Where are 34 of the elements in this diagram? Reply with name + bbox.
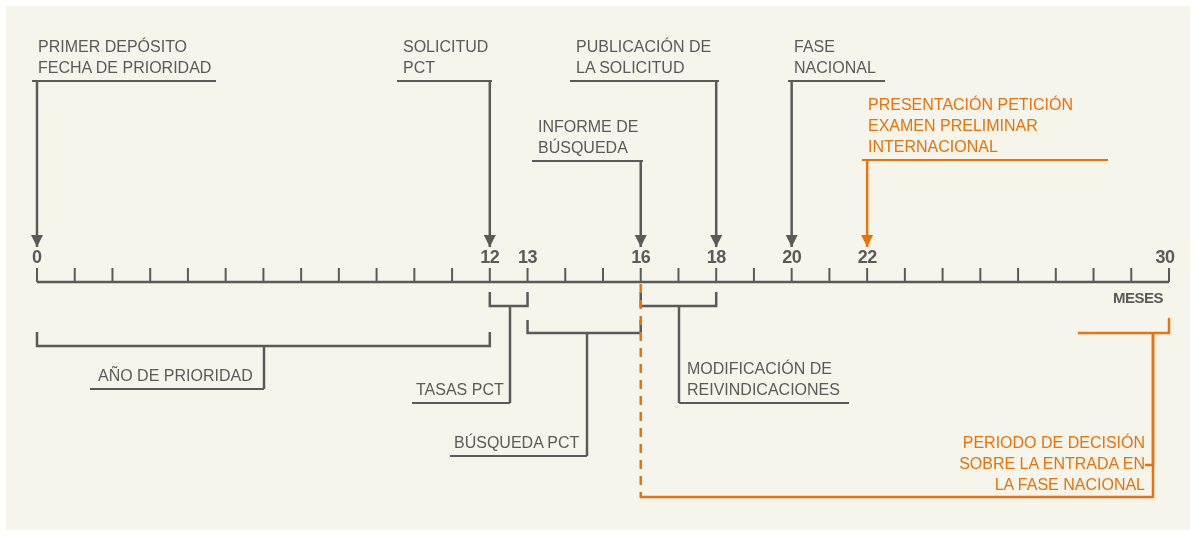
event-label: PRIMER DEPÓSITO FECHA DE PRIORIDAD (32, 36, 216, 82)
tick-label: 30 (1155, 247, 1175, 268)
arrow (634, 161, 647, 247)
tick-label: 18 (706, 247, 726, 268)
bracket (526, 320, 642, 335)
arrow (709, 81, 723, 247)
tick-label: 22 (857, 247, 877, 268)
leader-line (585, 334, 589, 456)
event-label: PUBLICACIÓN DE LA SOLICITUD (570, 36, 719, 82)
bracket-caption: TASAS PCT (412, 379, 510, 404)
bracket-caption: PERIODO DE DECISIÓN SOBRE LA ENTRADA EN LA FASE NACIONAL (945, 432, 1145, 495)
range-bracket (639, 284, 1171, 499)
leader-line (262, 347, 266, 389)
event-label: INFORME DE BÚSQUEDA (532, 116, 643, 162)
bracket-caption: BÚSQUEDA PCT (450, 432, 587, 457)
event-label: FASE NACIONAL (788, 36, 885, 82)
tick-label: 13 (518, 247, 538, 268)
tick-label: 0 (32, 247, 42, 268)
arrow (483, 81, 497, 247)
event-label: PRESENTACIÓN PETICIÓN EXAMEN PRELIMINAR INTERNACIONAL (862, 94, 1108, 161)
tick-label: 12 (480, 247, 500, 268)
leader-line (1145, 334, 1155, 467)
arrow (30, 81, 44, 247)
leader-line (677, 307, 681, 403)
leader-line (508, 307, 512, 403)
tick-label: 16 (631, 247, 651, 268)
arrow (785, 81, 798, 247)
event-label: SOLICITUD PCT (397, 36, 492, 82)
axis-title: MESES (1113, 288, 1163, 308)
bracket-caption: AÑO DE PRIORIDAD (90, 365, 264, 390)
bracket (35, 332, 492, 348)
bracket (488, 292, 529, 308)
tick-label: 20 (782, 247, 802, 268)
arrow (860, 160, 874, 247)
